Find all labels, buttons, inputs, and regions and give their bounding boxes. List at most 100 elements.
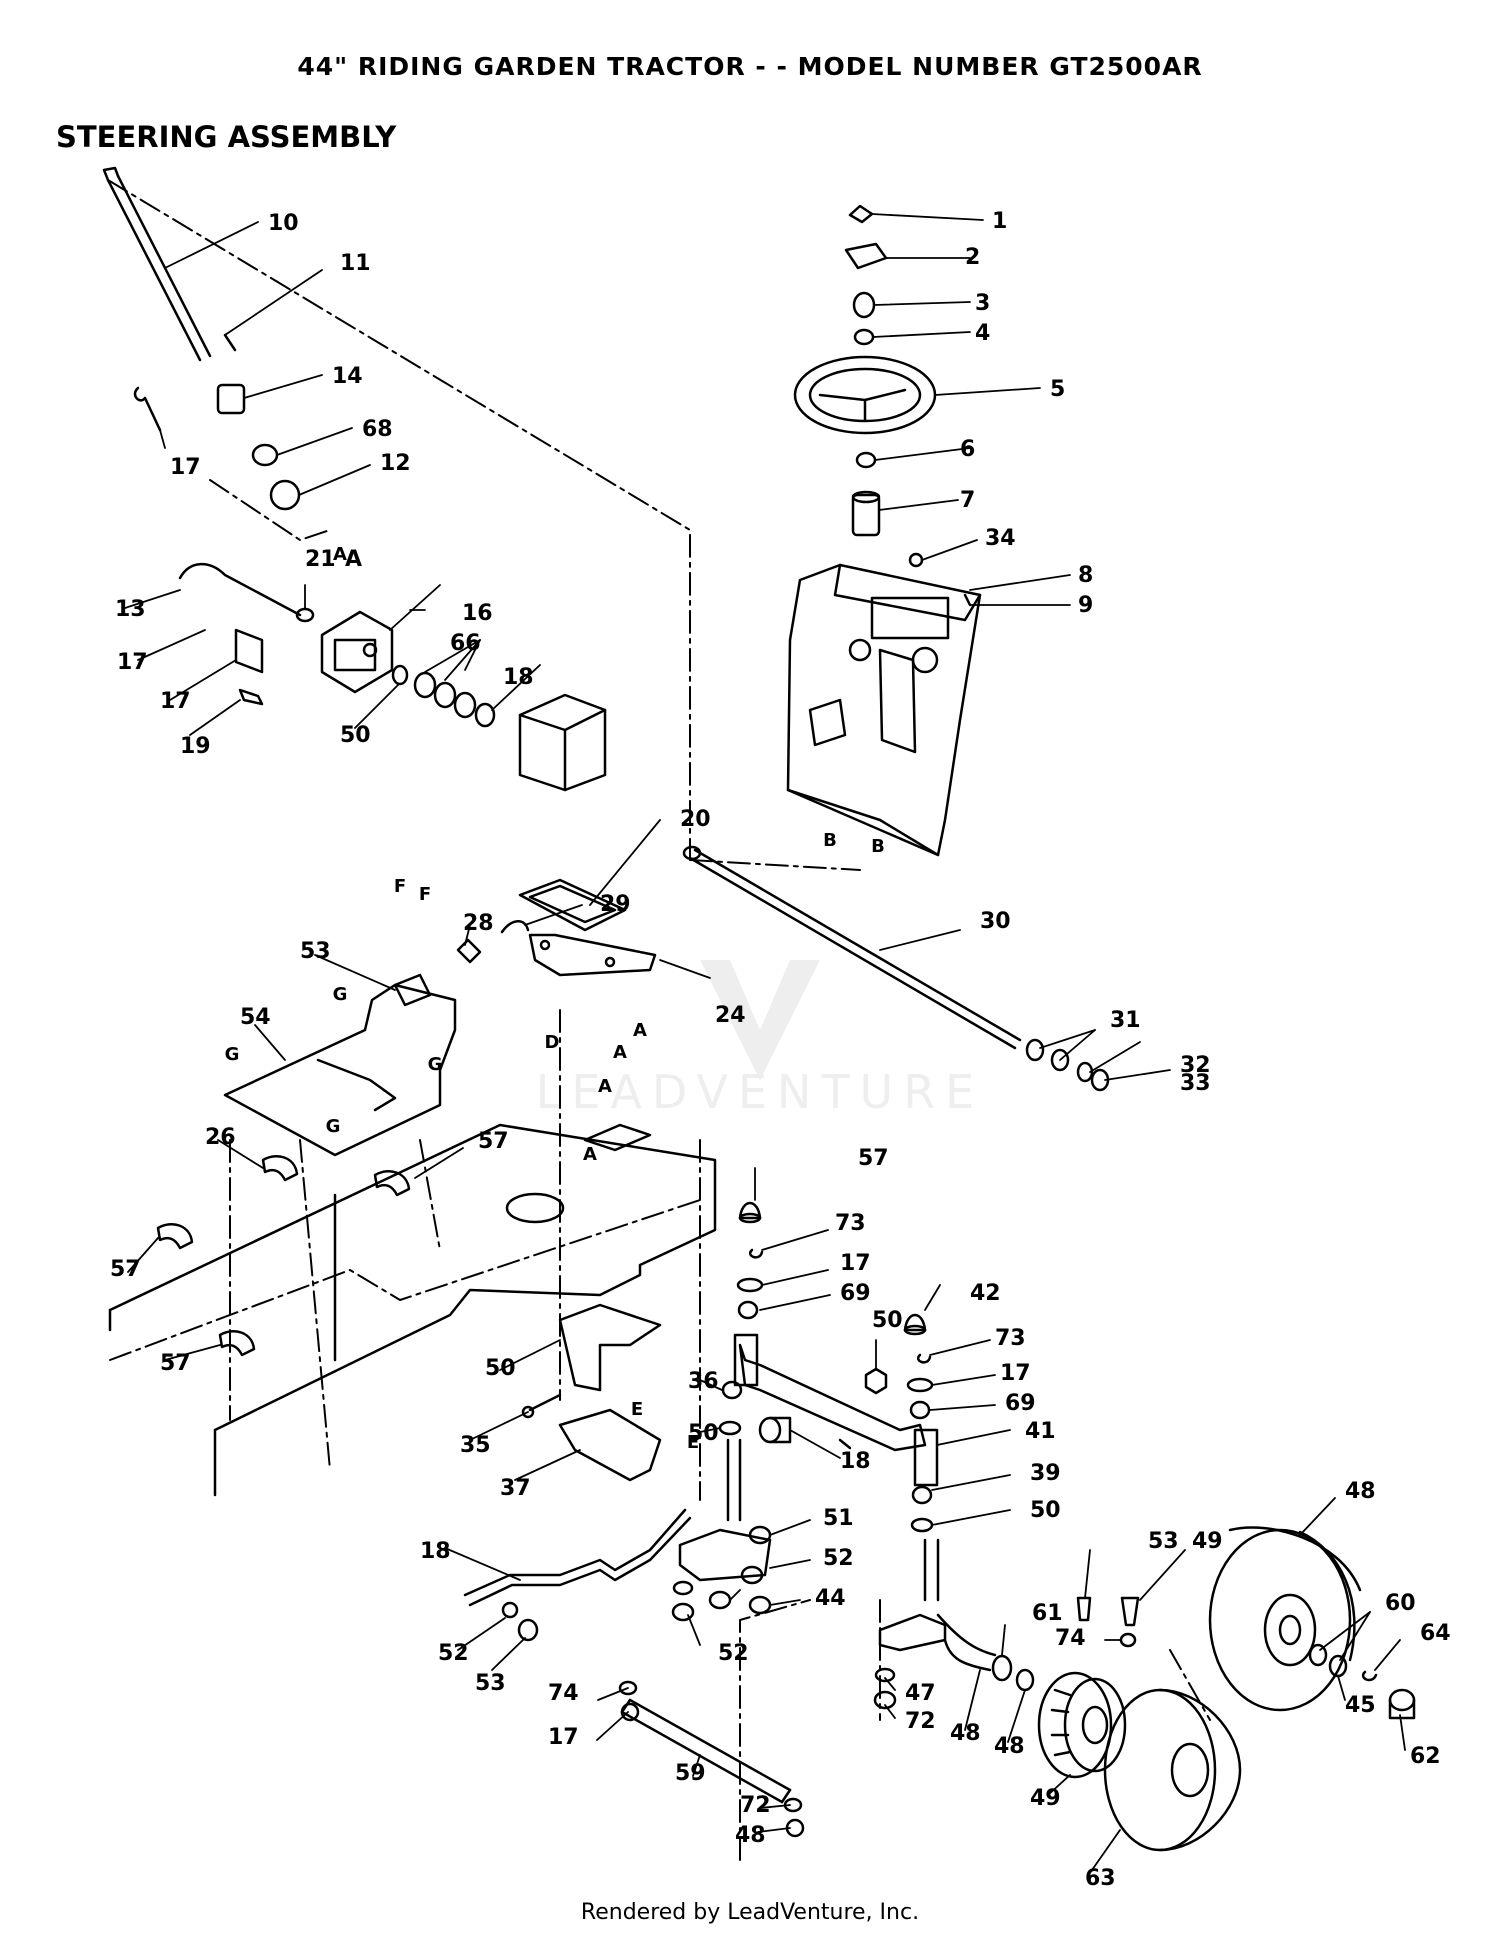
part-label-51: 50 xyxy=(688,1421,719,1446)
washer-18b xyxy=(910,1517,934,1533)
fitting-61 xyxy=(1076,1596,1092,1622)
part-label-4: 5 xyxy=(1050,377,1065,402)
adapter-6 xyxy=(855,451,877,469)
washer-48c xyxy=(874,1667,896,1683)
nut-53b xyxy=(517,1618,539,1642)
bushing-50d xyxy=(911,1485,933,1505)
part-label-28: 29 xyxy=(600,892,631,917)
cap-56 xyxy=(1388,1688,1416,1720)
bushing-50c xyxy=(721,1380,743,1400)
tie-rod-51 xyxy=(463,1508,692,1607)
cap-73-left xyxy=(738,1201,762,1224)
dash-panel-8 xyxy=(786,563,982,857)
part-label-62: 52 xyxy=(438,1641,469,1666)
clip-57d xyxy=(373,1170,411,1197)
part-label-26: 20 xyxy=(680,807,711,832)
part-label-50: 36 xyxy=(688,1369,719,1394)
washer-74b xyxy=(1308,1643,1328,1667)
nut-52c xyxy=(501,1601,519,1619)
part-label-60: 52 xyxy=(823,1546,854,1571)
part-label-79: 48 xyxy=(950,1721,981,1746)
part-label-78: 72 xyxy=(905,1709,936,1734)
part-label-84: 63 xyxy=(1085,1866,1116,1891)
nut-49a xyxy=(671,1602,695,1622)
part-label-16: 21 xyxy=(305,547,336,572)
bushing-68 xyxy=(251,443,279,467)
part-label-29: 30 xyxy=(980,909,1011,934)
part-label-68: 61 xyxy=(1032,1601,1063,1626)
ring-17b xyxy=(917,1353,932,1364)
part-label-34: 54 xyxy=(240,1005,271,1030)
part-label-73: 17 xyxy=(548,1725,579,1750)
part-label-27: 28 xyxy=(463,911,494,936)
clamp-14 xyxy=(216,383,246,415)
ref-a-2: A xyxy=(633,1020,647,1041)
ref-e-1: E xyxy=(631,1399,643,1420)
part-label-63: 53 xyxy=(475,1671,506,1696)
part-label-83: 62 xyxy=(1410,1744,1441,1769)
part-label-17: A xyxy=(345,547,362,572)
part-label-44: 50 xyxy=(872,1308,903,1333)
cap-73-right xyxy=(903,1313,927,1336)
ref-a-3: A xyxy=(613,1042,627,1063)
ring-17a xyxy=(749,1248,764,1259)
ref-g-2: G xyxy=(225,1044,240,1065)
part-label-57: 50 xyxy=(1030,1498,1061,1523)
part-label-38: 57 xyxy=(160,1351,191,1376)
part-label-10: 10 xyxy=(268,211,299,236)
part-label-12: 14 xyxy=(332,364,363,389)
plate-24 xyxy=(223,983,457,1157)
gear-bracket-13 xyxy=(320,610,394,694)
page-title: 44" RIDING GARDEN TRACTOR - - MODEL NUMB… xyxy=(297,52,1203,81)
part-label-30: 31 xyxy=(1110,1008,1141,1033)
part-label-36: 26 xyxy=(205,1125,236,1150)
pinion-19 xyxy=(234,628,264,674)
washer-69a xyxy=(736,1277,764,1293)
pin-11 xyxy=(223,333,237,352)
rod-16 xyxy=(178,562,302,617)
washer-69b xyxy=(906,1377,934,1393)
ref-g-3: G xyxy=(428,1054,443,1075)
part-label-48: 69 xyxy=(1005,1391,1036,1416)
part-label-32: 33 xyxy=(1180,1071,1211,1096)
part-label-9: 9 xyxy=(1078,593,1093,618)
bar-47 xyxy=(620,1698,792,1804)
boot-30 xyxy=(500,920,530,934)
part-label-13: 17 xyxy=(170,455,201,480)
part-label-64: 52 xyxy=(718,1641,749,1666)
ring-17c xyxy=(1361,1670,1378,1682)
ref-b-1: B xyxy=(823,830,837,851)
cap-1 xyxy=(848,204,874,224)
part-label-35: 24 xyxy=(715,1003,746,1028)
nut-52b xyxy=(740,1565,764,1585)
part-label-72: 74 xyxy=(548,1681,579,1706)
bezel-28 xyxy=(518,878,627,932)
part-label-3: 4 xyxy=(975,321,990,346)
bolt-37 xyxy=(528,1393,562,1412)
nut-52a xyxy=(748,1525,772,1545)
frame xyxy=(108,1123,717,1497)
cotter-pin-17 xyxy=(133,386,162,432)
part-label-52: 18 xyxy=(840,1449,871,1474)
part-label-15: 12 xyxy=(380,451,411,476)
part-label-14: 68 xyxy=(362,417,393,442)
part-label-58: 18 xyxy=(420,1539,451,1564)
part-label-49: 50 xyxy=(485,1356,516,1381)
clip-9 xyxy=(963,593,972,607)
part-label-54: 35 xyxy=(460,1433,491,1458)
part-label-25: 50 xyxy=(340,723,371,748)
washers-32-33-53 xyxy=(1025,1038,1110,1092)
ref-a-1: A xyxy=(333,544,347,565)
clip-57b xyxy=(218,1330,256,1357)
ref-f-2: F xyxy=(419,884,431,905)
washer-50 xyxy=(391,664,409,686)
part-label-39: 57 xyxy=(478,1129,509,1154)
ref-f-1: F xyxy=(394,876,406,897)
support-block xyxy=(518,693,607,792)
part-label-20: 66 xyxy=(450,631,481,656)
section-title: STEERING ASSEMBLY xyxy=(56,120,397,154)
watermark: LEADVENTURE xyxy=(536,960,974,1119)
part-label-43: 69 xyxy=(840,1281,871,1306)
hub-63 xyxy=(1037,1671,1127,1779)
